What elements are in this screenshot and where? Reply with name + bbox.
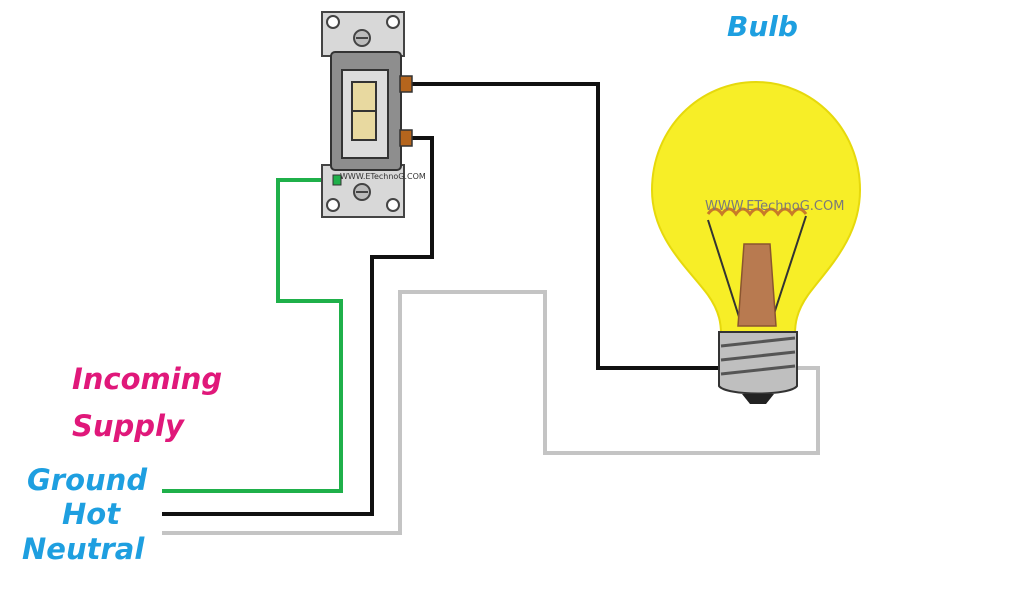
- light-bulb: [650, 80, 862, 404]
- ground-label: Ground: [27, 463, 148, 497]
- hot-wire-supply: [162, 136, 434, 516]
- ground-wire: [162, 178, 343, 493]
- bulb-watermark: WWW.ETechnoG.COM: [705, 199, 845, 214]
- neutral-wire: [162, 290, 820, 535]
- hot-label: Hot: [62, 497, 121, 531]
- hot-wire-bulb: [410, 82, 718, 370]
- supply-label: Supply: [72, 409, 184, 443]
- incoming-label: Incoming: [72, 362, 223, 396]
- bulb-label: Bulb: [727, 10, 798, 43]
- neutral-label: Neutral: [22, 532, 145, 566]
- light-switch: [321, 11, 413, 218]
- switch-watermark: WWW.ETechnoG.COM: [340, 172, 426, 181]
